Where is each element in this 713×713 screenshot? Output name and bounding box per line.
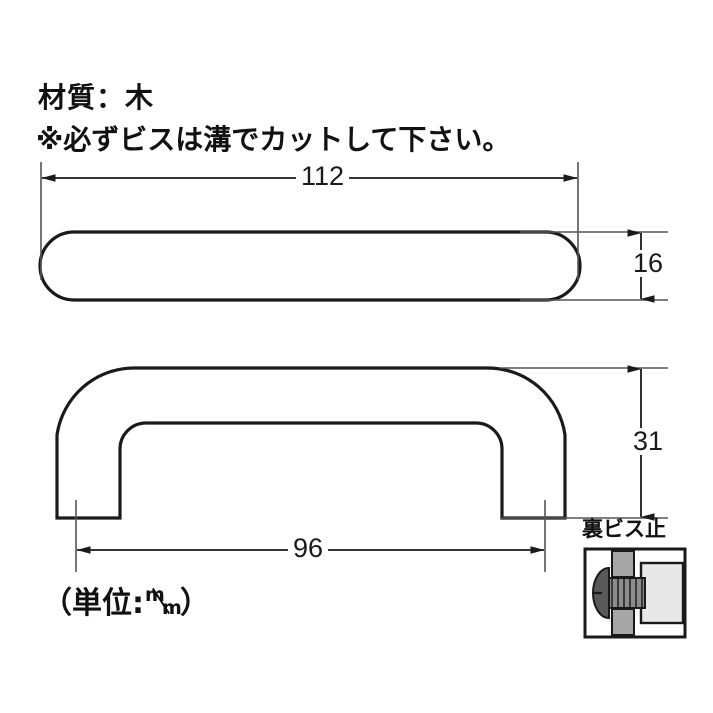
dimension-label-overall-length: 112 [296, 163, 350, 190]
unit-fraction: mm [145, 586, 182, 620]
unit-denominator: m [162, 597, 182, 619]
dimension-label-thickness: 16 [628, 250, 669, 277]
screw-instruction-note: ※必ずビスは溝でカットして下さい。 [36, 123, 511, 156]
side-view-outline [55, 366, 567, 520]
detail-screw-threads [611, 579, 643, 607]
unit-note: （単位:mm） [42, 586, 210, 621]
dimension-label-height: 31 [628, 428, 669, 455]
detail-block-right [639, 561, 685, 625]
unit-note-prefix: （単位: [42, 586, 144, 621]
detail-inset-label: 裏ビス止 [582, 517, 666, 541]
material-note: 材質：木 [38, 81, 155, 114]
top-view-outline [38, 230, 582, 302]
dimension-label-center-to-center: 96 [288, 535, 329, 562]
detail-post-lower [611, 608, 635, 636]
unit-note-suffix: ） [180, 586, 210, 621]
detail-screw-shaft [606, 577, 646, 609]
detail-inset-screw [583, 547, 687, 639]
detail-post-upper [611, 550, 635, 578]
